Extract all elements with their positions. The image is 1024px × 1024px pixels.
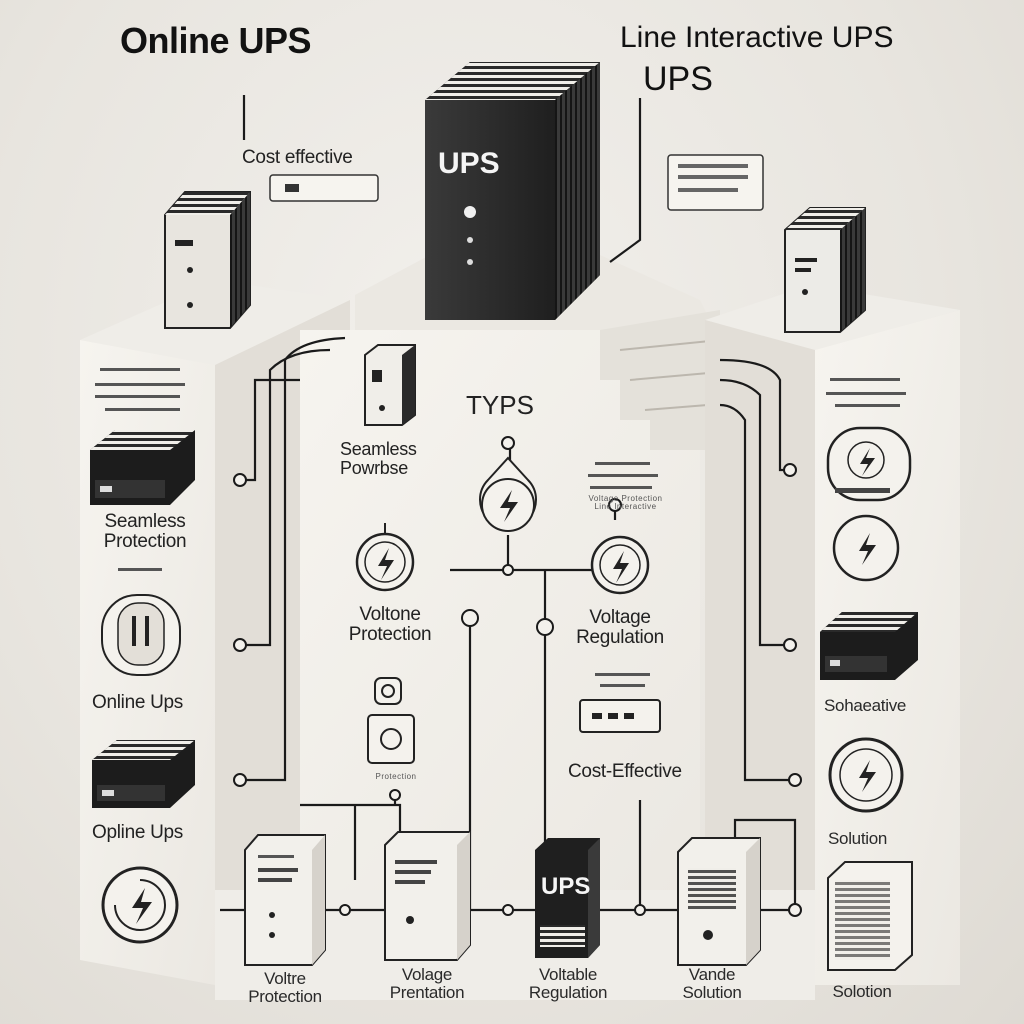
label-bottom-5: Solotion <box>832 983 891 1001</box>
bottom-device-1 <box>245 835 325 965</box>
label-right-solution: Solution <box>828 830 887 848</box>
right-panel-device <box>828 862 912 970</box>
line-interactive-callout <box>668 155 763 210</box>
label-bottom-3: Voltable Regulation <box>513 966 623 1002</box>
title-line-interactive-ups-sub: UPS <box>643 62 713 98</box>
main-ups-tower <box>425 62 600 320</box>
center-small-ups-unit <box>365 345 415 425</box>
left-battery-device-2 <box>92 740 195 808</box>
label-left-online-ups-2: Opline Ups <box>92 823 183 843</box>
center-types-label: TYPS <box>466 392 534 419</box>
right-lightning-icon-3 <box>830 739 902 811</box>
center-cost-panel-icon <box>580 700 660 732</box>
label-bottom-2: Volage Prentation <box>372 966 482 1002</box>
label-seamless-power: Seamless Powrbse <box>340 440 440 478</box>
right-top-ups-unit <box>785 208 865 332</box>
right-lightning-icon-1 <box>828 428 910 500</box>
left-battery-device-1 <box>90 430 195 505</box>
label-voltage-protection-center: Voltone Protection <box>340 605 440 645</box>
title-line-interactive-ups: Line Interactive UPS <box>620 22 893 54</box>
label-voltage-regulation-center: Voltage Regulation <box>565 608 675 648</box>
bottom-device-4 <box>678 838 760 965</box>
label-bottom-4: Vande Solution <box>662 966 762 1002</box>
micro-label-center-bottom: Protection <box>356 773 436 781</box>
main-ups-badge: UPS <box>438 148 500 180</box>
left-top-ups-unit <box>165 192 250 328</box>
micro-label-center-right: Voltage Protection Line Interactive <box>588 495 663 512</box>
label-left-online-ups-1: Online Ups <box>92 693 183 713</box>
bottom-device-2 <box>385 832 470 960</box>
label-right-cost-effective: Sohaeative <box>824 697 906 715</box>
bottom-ups-badge: UPS <box>541 874 590 899</box>
label-cost-effective-center: Cost-Effective <box>568 762 682 782</box>
right-battery-device <box>820 612 918 680</box>
label-cost-effective-top: Cost effective <box>242 148 353 168</box>
title-online-ups: Online UPS <box>120 22 311 60</box>
label-left-seamless-protection: Seamless Protection <box>90 512 200 552</box>
center-lightning-icon-right <box>592 537 648 593</box>
right-lightning-icon-2 <box>834 516 898 580</box>
left-outlet-icon <box>102 595 180 675</box>
label-bottom-1: Voltre Protection <box>230 970 340 1006</box>
left-lightning-icon <box>103 868 177 942</box>
